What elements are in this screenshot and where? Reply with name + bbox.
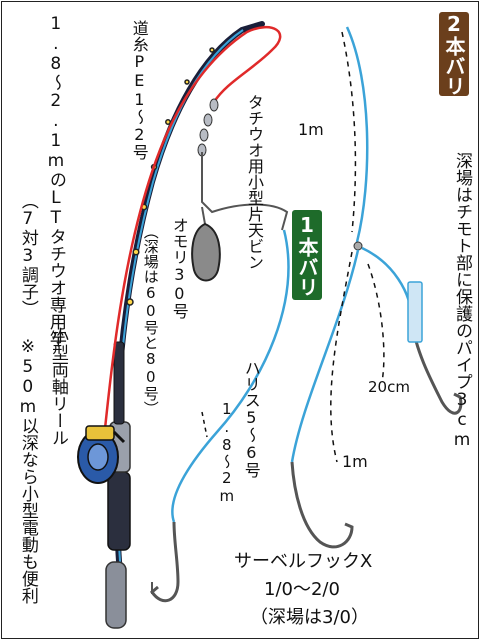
badge-two-hooks: 2本バリ bbox=[439, 12, 469, 96]
pipe-note: 深場はチモト部に保護のパイプ3cm bbox=[452, 152, 472, 450]
length-1m-top: 1m bbox=[298, 120, 324, 139]
reel-label: 小型両軸リール bbox=[47, 327, 68, 446]
main-line-pe bbox=[100, 26, 282, 458]
tenbin-arm bbox=[201, 152, 289, 231]
tenbin-label: タチウオ用小型片天ビン bbox=[245, 94, 264, 270]
sinker-note: （深場は60号と80号） bbox=[141, 224, 160, 416]
one-hook-rig bbox=[150, 229, 290, 603]
main-line-label: 道糸PE1〜2号 bbox=[129, 20, 149, 160]
sinker bbox=[191, 222, 221, 282]
harisu-length-label: 1.8〜2m bbox=[217, 400, 236, 505]
hook-deep-label: （深場は3/0） bbox=[250, 607, 369, 628]
rod bbox=[105, 21, 265, 629]
sinker-label: オモリ30号 bbox=[169, 217, 189, 319]
hook-size-label: 1/0〜2/0 bbox=[264, 579, 340, 600]
reel bbox=[77, 425, 126, 484]
swivel bbox=[197, 98, 219, 157]
badge-one-hook: 1本バリ bbox=[292, 210, 322, 300]
length-20cm: 20cm bbox=[368, 378, 410, 396]
rod-label: 1.8〜2.1mのLTタチウオ専用竿 bbox=[45, 14, 66, 347]
rod-action-label: （7対3調子） bbox=[17, 192, 38, 317]
length-1m-bottom: 1m bbox=[342, 452, 368, 471]
three-way-swivel bbox=[353, 241, 363, 251]
reel-note: ※50m以深なら小型電動も便利 bbox=[17, 337, 38, 604]
harisu-label: ハリス5〜6号 bbox=[241, 360, 261, 478]
protective-pipe bbox=[407, 281, 423, 343]
sinker-wire bbox=[201, 206, 206, 225]
hook-label: サーベルフックX bbox=[234, 551, 373, 572]
two-hook-rig bbox=[201, 26, 463, 549]
